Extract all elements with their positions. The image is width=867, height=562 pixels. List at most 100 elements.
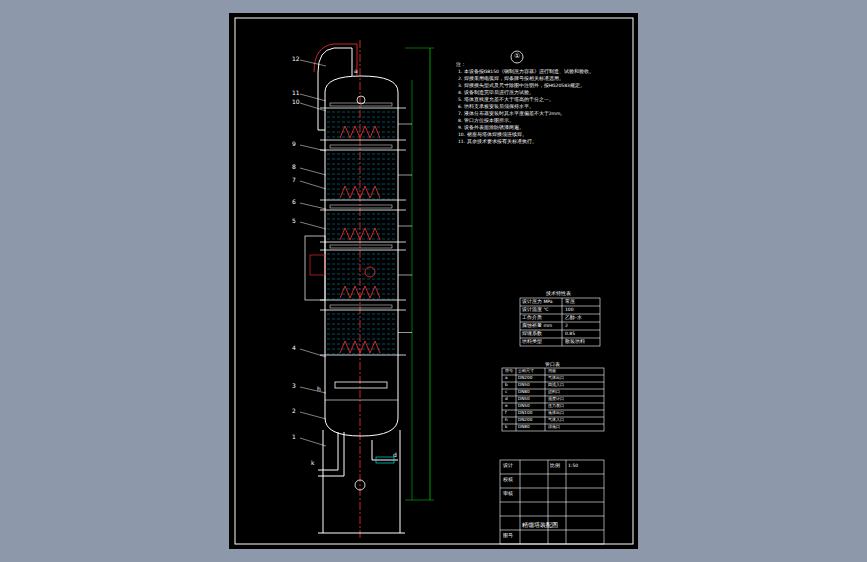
table-cell: k — [505, 425, 507, 429]
table-cell: DN50 — [518, 397, 530, 401]
column-drawing — [320, 140, 406, 141]
table-cell: 排液口 — [548, 425, 560, 429]
title-cell: 设计 — [503, 464, 513, 469]
title-cell: 1:50 — [568, 464, 578, 469]
column-drawing — [327, 269, 396, 270]
column-drawing — [327, 189, 396, 190]
nozzle-letter: k — [311, 460, 314, 466]
column-drawing — [330, 205, 392, 208]
table-title: 管口表 — [545, 362, 560, 367]
column-drawing — [323, 430, 324, 533]
callout-number: 6 — [292, 199, 296, 205]
column-drawing — [398, 275, 412, 276]
column-drawing — [327, 179, 396, 180]
column-drawing — [355, 480, 365, 490]
column-drawing — [327, 354, 396, 355]
column-drawing — [327, 319, 396, 320]
table-cell: 焊缝系数 — [522, 332, 542, 337]
column-drawing — [300, 103, 326, 111]
column-drawing — [520, 314, 600, 315]
column-drawing — [365, 267, 375, 277]
column-drawing — [300, 145, 326, 151]
title-cell: 比例 — [550, 464, 560, 469]
callout-number: 10 — [292, 99, 300, 105]
title-cell: 校核 — [503, 478, 513, 483]
callout-number: 5 — [292, 218, 296, 224]
column-drawing — [330, 305, 392, 308]
column-drawing — [520, 330, 600, 331]
column-drawing — [520, 322, 600, 323]
column-drawing — [327, 279, 396, 280]
note-line: 11. 其余技术要求按有关标准执行。 — [458, 140, 537, 145]
callout-number: 11 — [292, 90, 300, 96]
table-cell: DN200 — [518, 418, 532, 422]
nozzle-letter: d — [393, 452, 397, 458]
table-cell: 100 — [565, 308, 574, 313]
column-drawing — [327, 289, 396, 290]
column-drawing — [340, 341, 380, 353]
column-drawing — [300, 349, 326, 357]
column-drawing — [320, 310, 406, 311]
column-drawing — [327, 214, 396, 215]
notes-title: 注： — [456, 62, 466, 67]
table-cell: 填料类型 — [522, 340, 542, 345]
column-drawing — [320, 242, 406, 243]
callout-number: 12 — [292, 56, 300, 62]
column-drawing — [325, 418, 398, 436]
note-line: 5. 塔体直线度允差不大于塔高的千分之一。 — [458, 98, 554, 103]
column-drawing — [320, 103, 412, 355]
column-drawing — [327, 334, 396, 335]
column-drawing — [327, 184, 396, 185]
column-drawing — [330, 245, 392, 248]
column-drawing — [398, 226, 412, 227]
column-drawing — [320, 210, 406, 211]
column-drawing — [314, 44, 357, 76]
column-drawing — [318, 533, 405, 534]
column-drawing — [327, 117, 396, 118]
table-cell: 乙醇-水 — [565, 316, 582, 321]
table-cell: 进料口 — [548, 390, 560, 394]
column-drawing — [327, 219, 396, 220]
callout-number: 4 — [292, 345, 296, 351]
table-cell: 气体入口 — [548, 418, 564, 422]
table-cell: b — [505, 383, 508, 387]
column-drawing — [327, 169, 396, 170]
column-drawing — [327, 174, 396, 175]
column-drawing — [340, 286, 380, 298]
column-drawing — [327, 344, 396, 345]
note-line: 1. 本设备按GB150《钢制压力容器》进行制造、试验和验收。 — [458, 70, 594, 75]
callout-number: 2 — [292, 408, 296, 414]
column-drawing — [320, 355, 406, 356]
table-cell: 回流入口 — [548, 383, 564, 387]
column-drawing — [300, 94, 326, 101]
column-drawing — [327, 299, 396, 300]
table-title: 技术特性表 — [546, 291, 571, 296]
table-cell: DN80 — [518, 390, 530, 394]
column-drawing — [520, 338, 600, 339]
column-drawing — [327, 314, 396, 315]
note-line: 2. 焊接采用电弧焊，焊条牌号按相关标准选用。 — [458, 77, 564, 82]
note-line: 4. 设备制造完毕后进行压力试验。 — [458, 91, 534, 96]
column-drawing — [300, 203, 326, 209]
nozzle-letter: h — [317, 386, 321, 392]
column-drawing — [229, 13, 638, 549]
column-drawing — [327, 112, 396, 113]
table-cell: 温度计口 — [548, 397, 564, 401]
column-drawing — [520, 460, 521, 544]
column-drawing — [300, 387, 326, 393]
note-line: 6. 填料支承板安装后须保持水平。 — [458, 105, 534, 110]
table-cell: 腐蚀裕量 mm — [522, 324, 552, 329]
column-drawing — [327, 284, 396, 285]
table-cell: 散装填料 — [565, 340, 585, 345]
column-drawing — [320, 108, 406, 109]
column-drawing — [327, 324, 396, 325]
column-drawing — [327, 137, 396, 138]
note-line: 10. 裙座与塔体焊接须连续焊。 — [458, 133, 527, 138]
table-cell: 0.85 — [565, 332, 575, 337]
column-drawing — [398, 175, 412, 176]
column-drawing — [545, 368, 546, 431]
column-drawing — [340, 126, 380, 138]
callout-number: 8 — [292, 164, 296, 170]
callout-number: 7 — [292, 177, 296, 183]
